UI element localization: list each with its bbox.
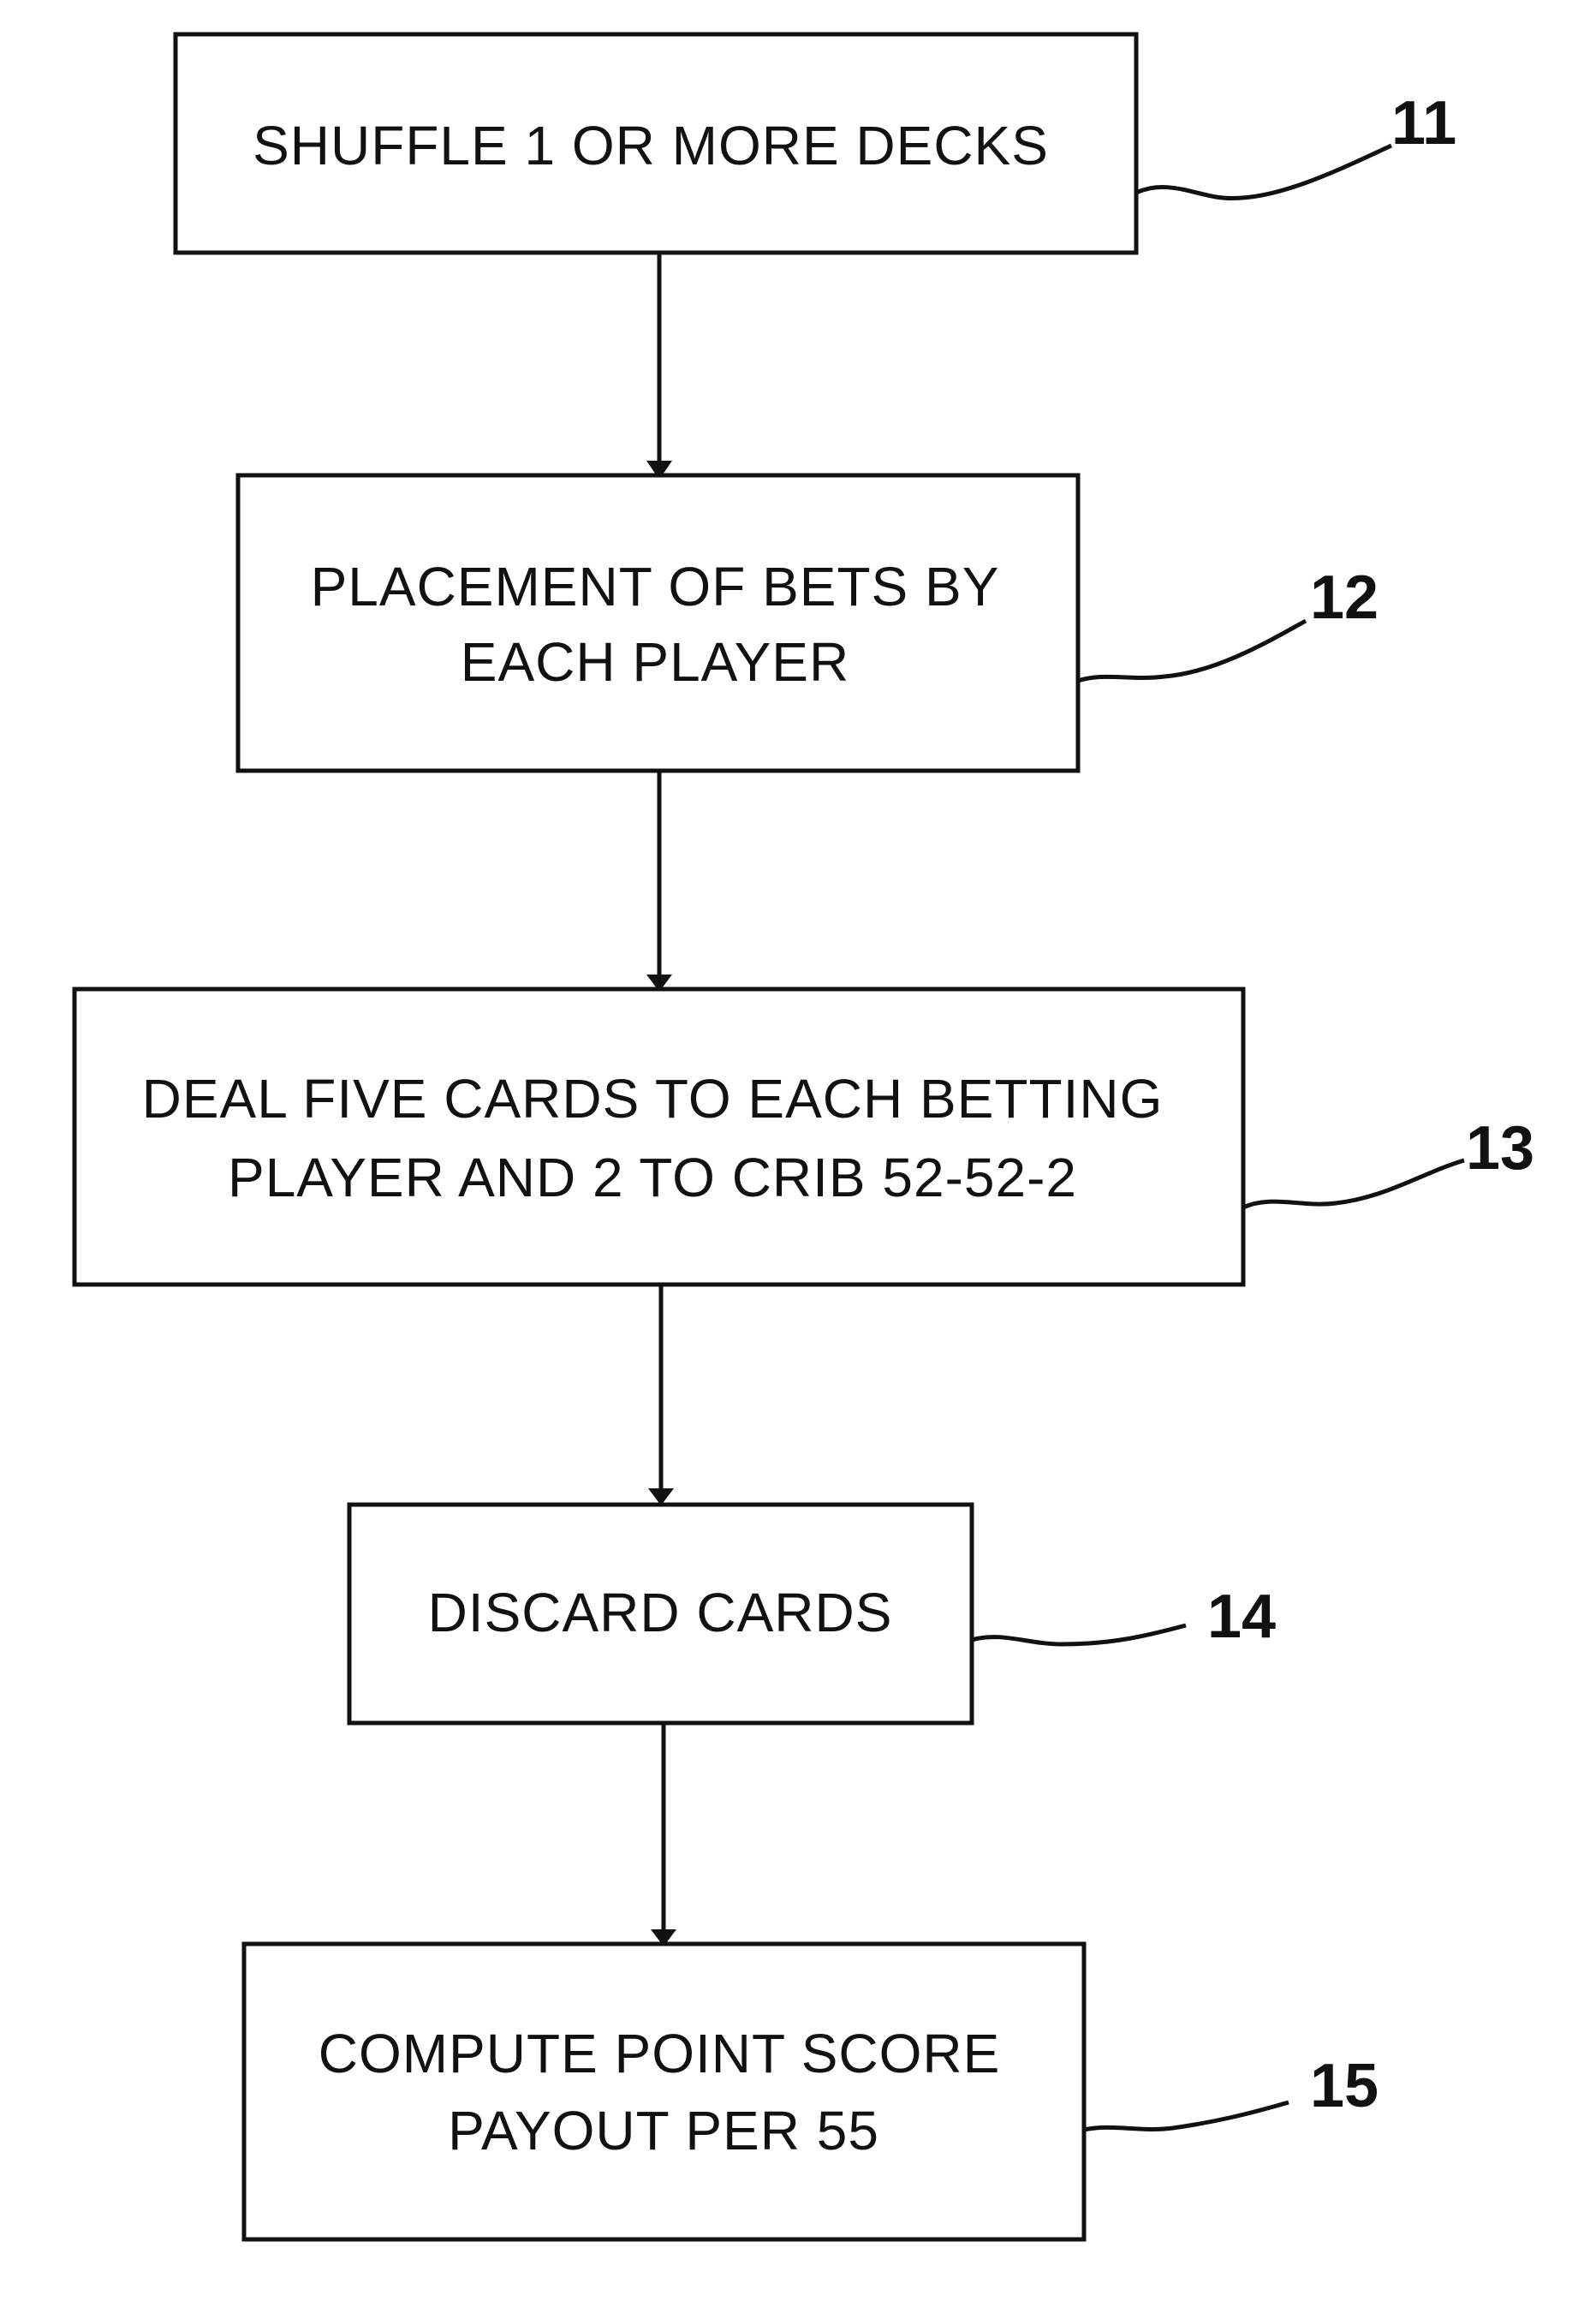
leader-line-11 [1136,146,1391,199]
ref-label-14: 14 [1207,1583,1276,1651]
step-text-discard-line1: DISCARD CARDS [428,1582,893,1643]
step-text-shuffle-line1: SHUFFLE 1 OR MORE DECKS [253,115,1049,176]
step-box-deal-cards: DEAL FIVE CARDS TO EACH BETTING PLAYER A… [74,989,1243,1285]
step-text-placement-line2: EACH PLAYER [461,631,849,693]
step-box-discard-cards: DISCARD CARDS [349,1505,972,1723]
step-text-placement-line1: PLACEMENT OF BETS BY [311,556,1000,617]
ref-label-12: 12 [1310,563,1379,632]
leader-line-13 [1243,1160,1464,1207]
leader-line-15 [1084,2102,1289,2130]
leader-line-12 [1078,621,1306,681]
leader-line-14 [972,1625,1186,1644]
step-text-compute-line1: COMPUTE POINT SCORE [319,2023,1001,2084]
ref-label-11: 11 [1391,89,1456,158]
step-box-shuffle: SHUFFLE 1 OR MORE DECKS [176,34,1136,253]
ref-label-13: 13 [1466,1114,1534,1183]
step-box-placement-of-bets: PLACEMENT OF BETS BY EACH PLAYER [238,475,1078,771]
step-text-compute-line2: PAYOUT PER 55 [448,2100,879,2161]
step-text-deal-line1: DEAL FIVE CARDS TO EACH BETTING [142,1068,1164,1130]
step-text-deal-line2: PLAYER AND 2 TO CRIB 52-52-2 [228,1147,1077,1208]
ref-label-15: 15 [1310,2052,1379,2120]
step-box-compute-score: COMPUTE POINT SCORE PAYOUT PER 55 [244,1944,1084,2239]
